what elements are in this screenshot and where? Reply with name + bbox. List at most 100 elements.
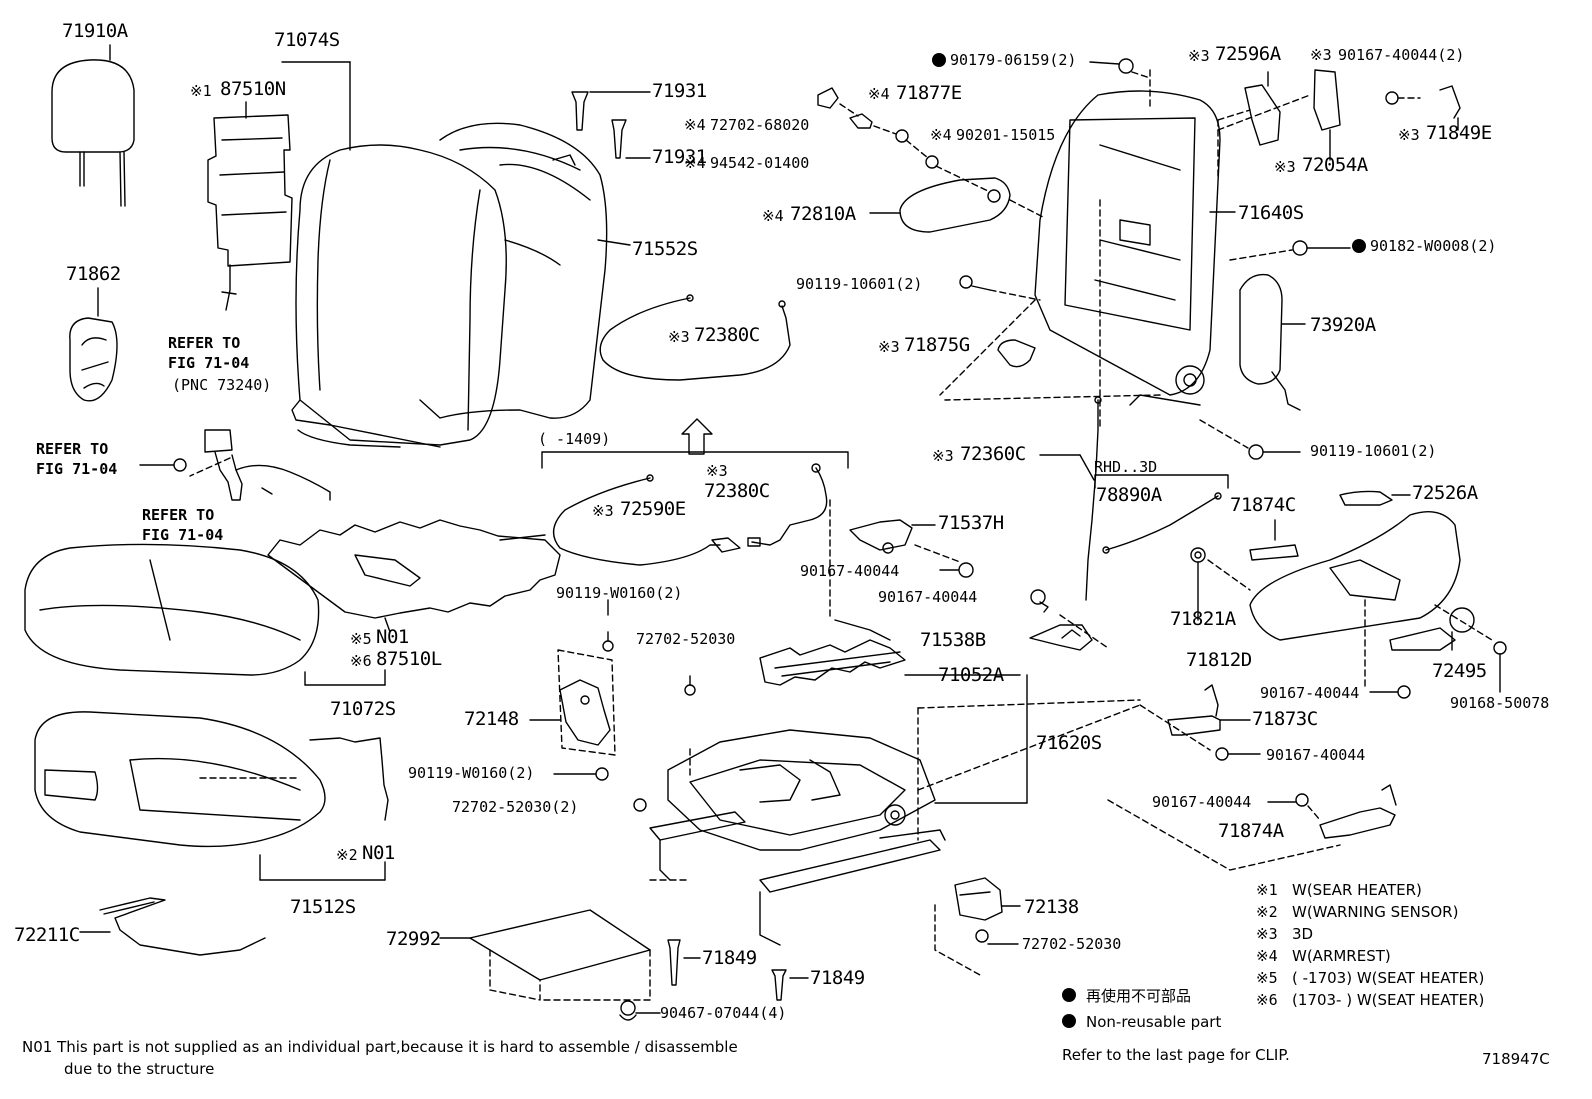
part-label-71072S: 71072S bbox=[330, 698, 396, 720]
part-label-71931: 71931 bbox=[652, 80, 707, 102]
part-label-72702-52030: 72702-52030 bbox=[636, 630, 736, 648]
cable-78890A-drawing bbox=[1095, 475, 1228, 553]
bracket-72148-drawing bbox=[530, 600, 695, 811]
part-label-90201-15015: 90201-15015 bbox=[956, 126, 1056, 144]
part-label-71874A: 71874A bbox=[1218, 820, 1284, 842]
trim-71862-drawing bbox=[70, 288, 117, 401]
part-label-71552S: 71552S bbox=[632, 238, 698, 260]
part-label-90167-40044: 90167-40044(2) bbox=[1338, 46, 1465, 64]
non-reusable-legend-en: Non-reusable part bbox=[1062, 1014, 1221, 1030]
part-label-90167-40044: 90167-40044 bbox=[1266, 746, 1366, 764]
part-label-90167-40044: 90167-40044 bbox=[1152, 793, 1252, 811]
refer-to-label: REFER TO bbox=[36, 440, 109, 458]
part-label-72138: 72138 bbox=[1024, 896, 1079, 918]
seat-cushion-71512S-drawing bbox=[35, 712, 388, 880]
n01-footnote-continued: due to the structure bbox=[64, 1060, 215, 1078]
legend-text: W(WARNING SENSOR) bbox=[1292, 903, 1459, 921]
seatback-cover-71074S-drawing bbox=[282, 62, 506, 447]
range-bracket-drawing bbox=[542, 452, 848, 468]
part-label-71849E: 71849E bbox=[1426, 122, 1492, 144]
refer-to-figure: FIG 71-04 bbox=[142, 526, 224, 544]
legend-text: (1703- ) W(SEAT HEATER) bbox=[1292, 991, 1485, 1009]
part-label-N01: N01 bbox=[362, 842, 395, 864]
note-mark: ※3 bbox=[1310, 46, 1332, 64]
legend-text: W(SEAR HEATER) bbox=[1292, 881, 1422, 899]
legend-mark: ※6 bbox=[1256, 991, 1278, 1009]
seat-adjuster-frame-71620S-drawing bbox=[650, 675, 1140, 945]
refer-to-label: REFER TO bbox=[168, 334, 241, 352]
drawing-code: 718947C bbox=[1482, 1050, 1550, 1068]
part-label-71512S: 71512S bbox=[290, 896, 356, 918]
bracket-71537H-drawing bbox=[850, 520, 1048, 612]
cable-72590E-drawing bbox=[554, 475, 740, 565]
part-label-78890A: 78890A bbox=[1096, 484, 1162, 506]
part-label-72054A: 72054A bbox=[1302, 154, 1368, 176]
part-label-71538B: 71538B bbox=[920, 629, 986, 651]
part-label-72702-68020: 72702-68020 bbox=[710, 116, 810, 134]
note-mark: ※3 bbox=[706, 462, 728, 480]
note-mark: ※2 bbox=[336, 846, 358, 864]
part-label-72380C: 72380C bbox=[694, 324, 760, 346]
note-mark: ※4 bbox=[684, 154, 706, 172]
bracket-71874A-drawing bbox=[1108, 785, 1396, 870]
note-mark: ※3 bbox=[592, 502, 614, 520]
part-label-72596A: 72596A bbox=[1215, 43, 1281, 65]
part-label-72992: 72992 bbox=[386, 928, 441, 950]
heater-panel-87510N-drawing bbox=[208, 102, 292, 310]
legend-mark: ※1 bbox=[1256, 881, 1278, 899]
part-label-72360C: 72360C bbox=[960, 443, 1026, 465]
part-label-71877E: 71877E bbox=[896, 82, 962, 104]
cable-72380C-mid-drawing bbox=[748, 464, 827, 546]
note-mark: ※4 bbox=[762, 207, 784, 225]
bracket-71873C-drawing bbox=[1140, 685, 1260, 760]
part-label-72380C: 72380C bbox=[704, 480, 770, 502]
bracket-71538B-drawing bbox=[1030, 615, 1108, 650]
part-label-90167-40044: 90167-40044 bbox=[1260, 684, 1360, 702]
part-label-71873C: 71873C bbox=[1252, 708, 1318, 730]
non-reusable-jp-text: 再使用不可部品 bbox=[1086, 987, 1192, 1005]
clip-note: Refer to the last page for CLIP. bbox=[1062, 1046, 1290, 1064]
part-label-90167-40044: 90167-40044 bbox=[800, 562, 900, 580]
refer-to-figure: FIG 71-04 bbox=[36, 460, 118, 478]
non-reusable-marker: 90182-W0008(2) bbox=[1352, 239, 1496, 254]
pnc-reference: (PNC 73240) bbox=[172, 376, 272, 394]
brackets-72596A-72054A-drawing bbox=[1218, 70, 1460, 160]
part-label-71537H: 71537H bbox=[938, 512, 1004, 534]
part-label-72590E: 72590E bbox=[620, 498, 686, 520]
pad-72138-drawing bbox=[935, 878, 1020, 975]
note-mark: ※3 bbox=[878, 338, 900, 356]
part-label-90467-07044: 90467-07044(4) bbox=[660, 1004, 787, 1022]
part-label-71052A: 71052A bbox=[938, 664, 1004, 686]
seat-cushion-cover-71072S-drawing bbox=[25, 544, 385, 685]
cover-71875G-drawing bbox=[998, 340, 1035, 367]
part-label-72702-52030: 72702-52030 bbox=[1022, 935, 1122, 953]
part-label-90167-40044: 90167-40044 bbox=[878, 588, 978, 606]
part-label-90119-W0160: 90119-W0160(2) bbox=[556, 584, 683, 602]
n01-footnote: N01 This part is not supplied as an indi… bbox=[22, 1038, 738, 1056]
non-reusable-dot-icon bbox=[1062, 1014, 1076, 1028]
part-label-71875G: 71875G bbox=[904, 334, 970, 356]
part-label-94542-01400: 94542-01400 bbox=[710, 154, 810, 172]
seatback-frame-71640S-drawing bbox=[940, 70, 1250, 430]
cable-72380C-drawing bbox=[600, 295, 790, 454]
part-label-72495: 72495 bbox=[1432, 660, 1487, 682]
cover-72992-drawing bbox=[440, 880, 690, 1000]
back-cushion-71552S-drawing bbox=[420, 123, 630, 418]
note-mark: ※5 bbox=[350, 630, 372, 648]
spring-mat-71052A-drawing bbox=[760, 500, 1020, 685]
non-reusable-dot-icon bbox=[1352, 239, 1366, 253]
pin-71849-drawing bbox=[620, 940, 808, 1020]
headrest-drawing bbox=[52, 45, 134, 206]
legend-mark: ※4 bbox=[1256, 947, 1278, 965]
note-mark: ※6 bbox=[350, 652, 372, 670]
note-mark: ※4 bbox=[868, 85, 890, 103]
part-label-N01: N01 bbox=[376, 626, 409, 648]
side-cover-71812D-drawing bbox=[1191, 491, 1506, 698]
part-label-71874C: 71874C bbox=[1230, 494, 1296, 516]
armrest-72810A-drawing bbox=[870, 178, 1045, 232]
part-label-90179-06159: 90179-06159(2) bbox=[950, 51, 1077, 69]
rhd-note: RHD..3D bbox=[1094, 458, 1158, 476]
non-reusable-dot-icon bbox=[932, 53, 946, 67]
part-label-90119-W0160: 90119-W0160(2) bbox=[408, 764, 535, 782]
